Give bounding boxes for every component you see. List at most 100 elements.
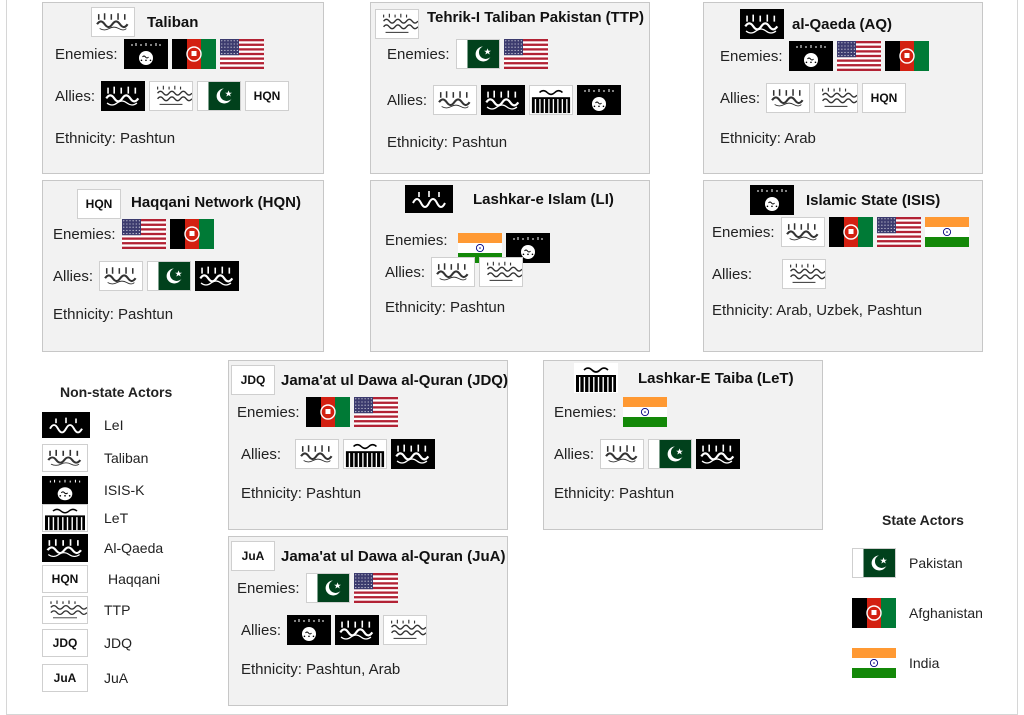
allies-label: Allies: <box>554 445 595 463</box>
card-alqaeda: al-Qaeda (AQ) Enemies: • • • Allies: HQN… <box>703 2 983 174</box>
legend-item-alqaeda: Al-Qaeda <box>42 534 163 562</box>
card-title: Jama'at ul Dawa al-Quran (JDQ) <box>281 371 508 389</box>
ethnicity-text: Ethnicity: Pashtun <box>53 306 174 323</box>
isis-flag-icon: • • • <box>505 233 550 263</box>
hqn-badge-icon: HQN <box>862 83 907 113</box>
enemies-row: Enemies: <box>387 39 548 69</box>
taliban-flag-icon <box>42 444 88 472</box>
let-flag-icon <box>343 439 388 469</box>
taliban-flag-icon <box>600 439 645 469</box>
allies-row: Allies: <box>53 261 240 291</box>
allies-label: Allies: <box>55 87 96 105</box>
taliban-flag-icon <box>433 85 478 115</box>
taliban-flag-icon <box>766 83 811 113</box>
enemies-row: Enemies: <box>554 397 667 427</box>
jdq-badge-icon: JDQ <box>42 629 88 657</box>
enemies-row: Enemies: • • • <box>55 39 264 69</box>
alqaeda-flag-icon <box>101 81 146 111</box>
isis-flag-icon: • • • <box>577 85 622 115</box>
legend-item-afghanistan: Afghanistan <box>852 598 983 628</box>
allies-label: Allies: <box>385 263 426 281</box>
ttp-flag-icon <box>782 259 827 289</box>
usa-flag-icon <box>121 219 166 249</box>
legend-label: Afghanistan <box>909 605 983 621</box>
afghanistan-flag-icon <box>884 41 929 71</box>
alqaeda-flag-icon <box>696 439 741 469</box>
ttp-flag-icon <box>383 615 428 645</box>
pakistan-flag-icon <box>852 548 896 578</box>
allies-row: Allies: • • • <box>387 85 622 115</box>
allies-row: Allies: <box>554 439 741 469</box>
legend-label: LeT <box>104 510 129 526</box>
card-header: Lashkar-E Taiba (LeT) <box>574 363 794 393</box>
card-title: Taliban <box>147 13 199 31</box>
isis-flag-icon: • • • <box>788 41 833 71</box>
card-title: Lashkar-e Islam (LI) <box>473 190 614 208</box>
alqaeda-flag-icon <box>740 9 784 39</box>
ttp-flag-icon <box>375 9 419 39</box>
card-taliban: Taliban Enemies: • • • Allies: HQN Ethni… <box>42 2 324 174</box>
enemies-label: Enemies: <box>720 47 783 65</box>
let-flag-icon <box>529 85 574 115</box>
enemies-label: Enemies: <box>554 403 617 421</box>
legend-item-jdq: JDQ JDQ <box>42 629 132 657</box>
enemies-label: Enemies: <box>55 45 118 63</box>
isis-flag-icon: • • • <box>750 185 794 215</box>
ethnicity-text: Ethnicity: Pashtun <box>554 485 675 502</box>
pakistan-flag-icon <box>305 573 350 603</box>
nonstate-legend-title: Non-state Actors <box>60 384 173 400</box>
enemies-label: Enemies: <box>387 45 450 63</box>
ethnicity-text: Ethnicity: Pashtun <box>387 134 508 151</box>
svg-text:• • •: • • • <box>522 253 534 258</box>
legend-label: TTP <box>104 602 131 618</box>
pakistan-flag-icon <box>197 81 242 111</box>
svg-text:• • •: • • • <box>593 105 605 110</box>
allies-row: Allies: <box>712 259 827 289</box>
legend-label: LeI <box>104 417 124 433</box>
usa-flag-icon <box>353 397 398 427</box>
allies-row: Allies: HQN <box>55 81 290 111</box>
legend-item-lei: LeI <box>42 412 123 438</box>
afghanistan-flag-icon <box>828 217 873 247</box>
legend-label: ISIS-K <box>104 482 145 498</box>
legend-item-taliban: Taliban <box>42 444 148 472</box>
ethnicity-text: Ethnicity: Pashtun <box>241 485 362 502</box>
pakistan-flag-icon <box>455 39 500 69</box>
ethnicity-text: Ethnicity: Pashtun <box>55 130 176 147</box>
card-title: Lashkar-E Taiba (LeT) <box>638 369 794 387</box>
svg-text:• • •: • • • <box>59 495 72 500</box>
ttp-flag-icon <box>479 257 524 287</box>
pakistan-flag-icon <box>648 439 693 469</box>
ethnicity-text: Ethnicity: Arab <box>720 130 816 147</box>
enemies-row: Enemies: • • • <box>720 41 929 71</box>
jua-badge-icon: JuA <box>231 541 275 571</box>
hqn-badge-icon: HQN <box>245 81 290 111</box>
ethnicity-text: Ethnicity: Pashtun <box>385 299 506 316</box>
allies-row: Allies: HQN <box>720 83 907 113</box>
india-flag-icon <box>924 217 969 247</box>
allies-row: Allies: <box>241 439 436 469</box>
afghanistan-flag-icon <box>305 397 350 427</box>
card-title: Jama'at ul Dawa al-Quran (JuA) <box>281 547 506 565</box>
enemies-label: Enemies: <box>237 403 300 421</box>
allies-label: Allies: <box>387 91 428 109</box>
alqaeda-flag-icon <box>42 534 88 562</box>
enemies-row: Enemies: <box>53 219 214 249</box>
alqaeda-flag-icon <box>481 85 526 115</box>
card-header: Taliban <box>91 7 198 37</box>
enemies-label: Enemies: <box>53 225 116 243</box>
card-title: al-Qaeda (AQ) <box>792 15 893 33</box>
svg-text:• • •: • • • <box>805 61 817 66</box>
let-flag-icon <box>574 363 618 393</box>
afghanistan-flag-icon <box>852 598 896 628</box>
card-header: • • • Islamic State (ISIS) <box>750 185 940 215</box>
card-title: Islamic State (ISIS) <box>806 191 941 209</box>
allies-row: Allies: • • • <box>241 615 428 645</box>
jua-badge-icon: JuA <box>42 664 88 692</box>
usa-flag-icon <box>219 39 264 69</box>
svg-text:• • •: • • • <box>303 635 315 640</box>
taliban-flag-icon <box>780 217 825 247</box>
svg-text:• • •: • • • <box>766 205 778 210</box>
taliban-flag-icon <box>431 257 476 287</box>
hqn-badge-icon: HQN <box>42 565 88 593</box>
